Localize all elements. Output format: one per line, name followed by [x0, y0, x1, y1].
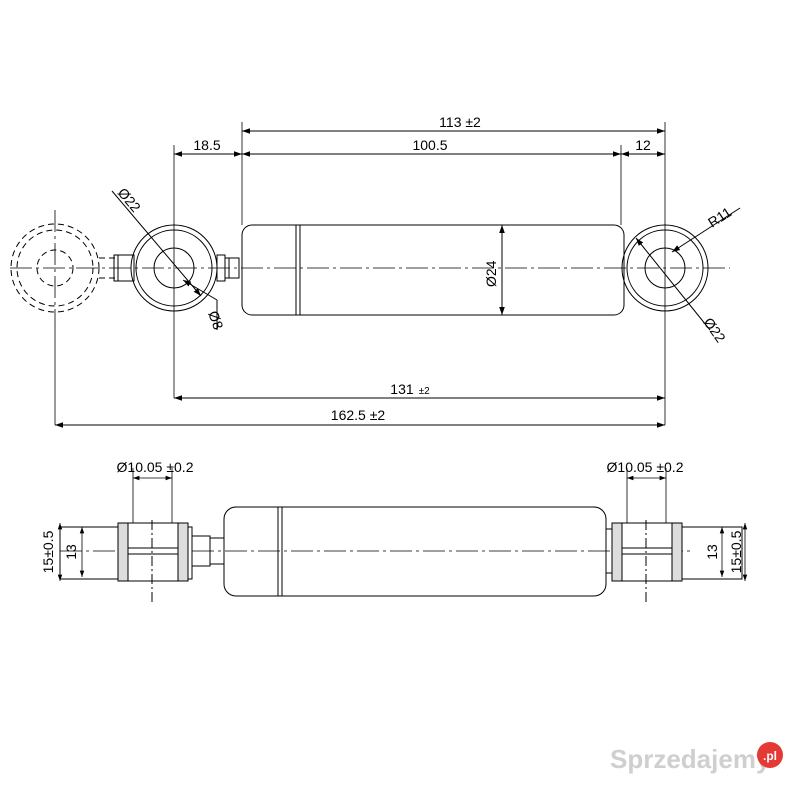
label-bore-right: Ø10.05 ±0.2	[607, 459, 684, 475]
label-r11: R11	[705, 204, 735, 231]
label-162-5: 162.5 ±2	[331, 407, 386, 423]
label-12: 12	[635, 137, 651, 153]
label-dia22-left: Ø22	[115, 185, 144, 216]
label-113: 113 ±2	[439, 114, 481, 130]
leader-dia8-b	[182, 279, 218, 301]
label-width-inner-right: 13	[704, 544, 720, 560]
label-18-5: 18.5	[193, 137, 220, 153]
watermark-logo: Sprzedajemy .pl	[610, 742, 783, 774]
label-131: 131±2	[390, 381, 430, 397]
right-bushing	[605, 520, 743, 604]
watermark-badge-text: .pl	[763, 749, 777, 763]
label-width-inner-left: 13	[63, 544, 79, 560]
label-width-outer-right: 15±0.5	[728, 530, 744, 573]
top-view	[10, 122, 741, 428]
label-dia22-right: Ø22	[701, 315, 729, 346]
leader-dia22-left	[111, 190, 202, 297]
side-dimensions	[57, 468, 748, 581]
side-view	[57, 468, 748, 604]
left-bushing	[59, 520, 225, 604]
label-dia8: Ø8	[205, 309, 226, 332]
label-bore-left: Ø10.05 ±0.2	[117, 459, 194, 475]
extension-lines	[54, 122, 666, 425]
label-dia24: Ø24	[483, 260, 499, 287]
watermark-text: Sprzedajemy	[610, 744, 771, 774]
watermark-badge	[757, 742, 783, 768]
leader-r11	[671, 207, 741, 253]
label-width-outer-left: 15±0.5	[40, 530, 56, 573]
rod-pin	[216, 254, 240, 282]
leader-dia22-right	[635, 237, 711, 331]
label-100-5: 100.5	[412, 137, 447, 153]
side-cylinder-body	[223, 506, 607, 597]
cylinder-body	[241, 224, 625, 316]
